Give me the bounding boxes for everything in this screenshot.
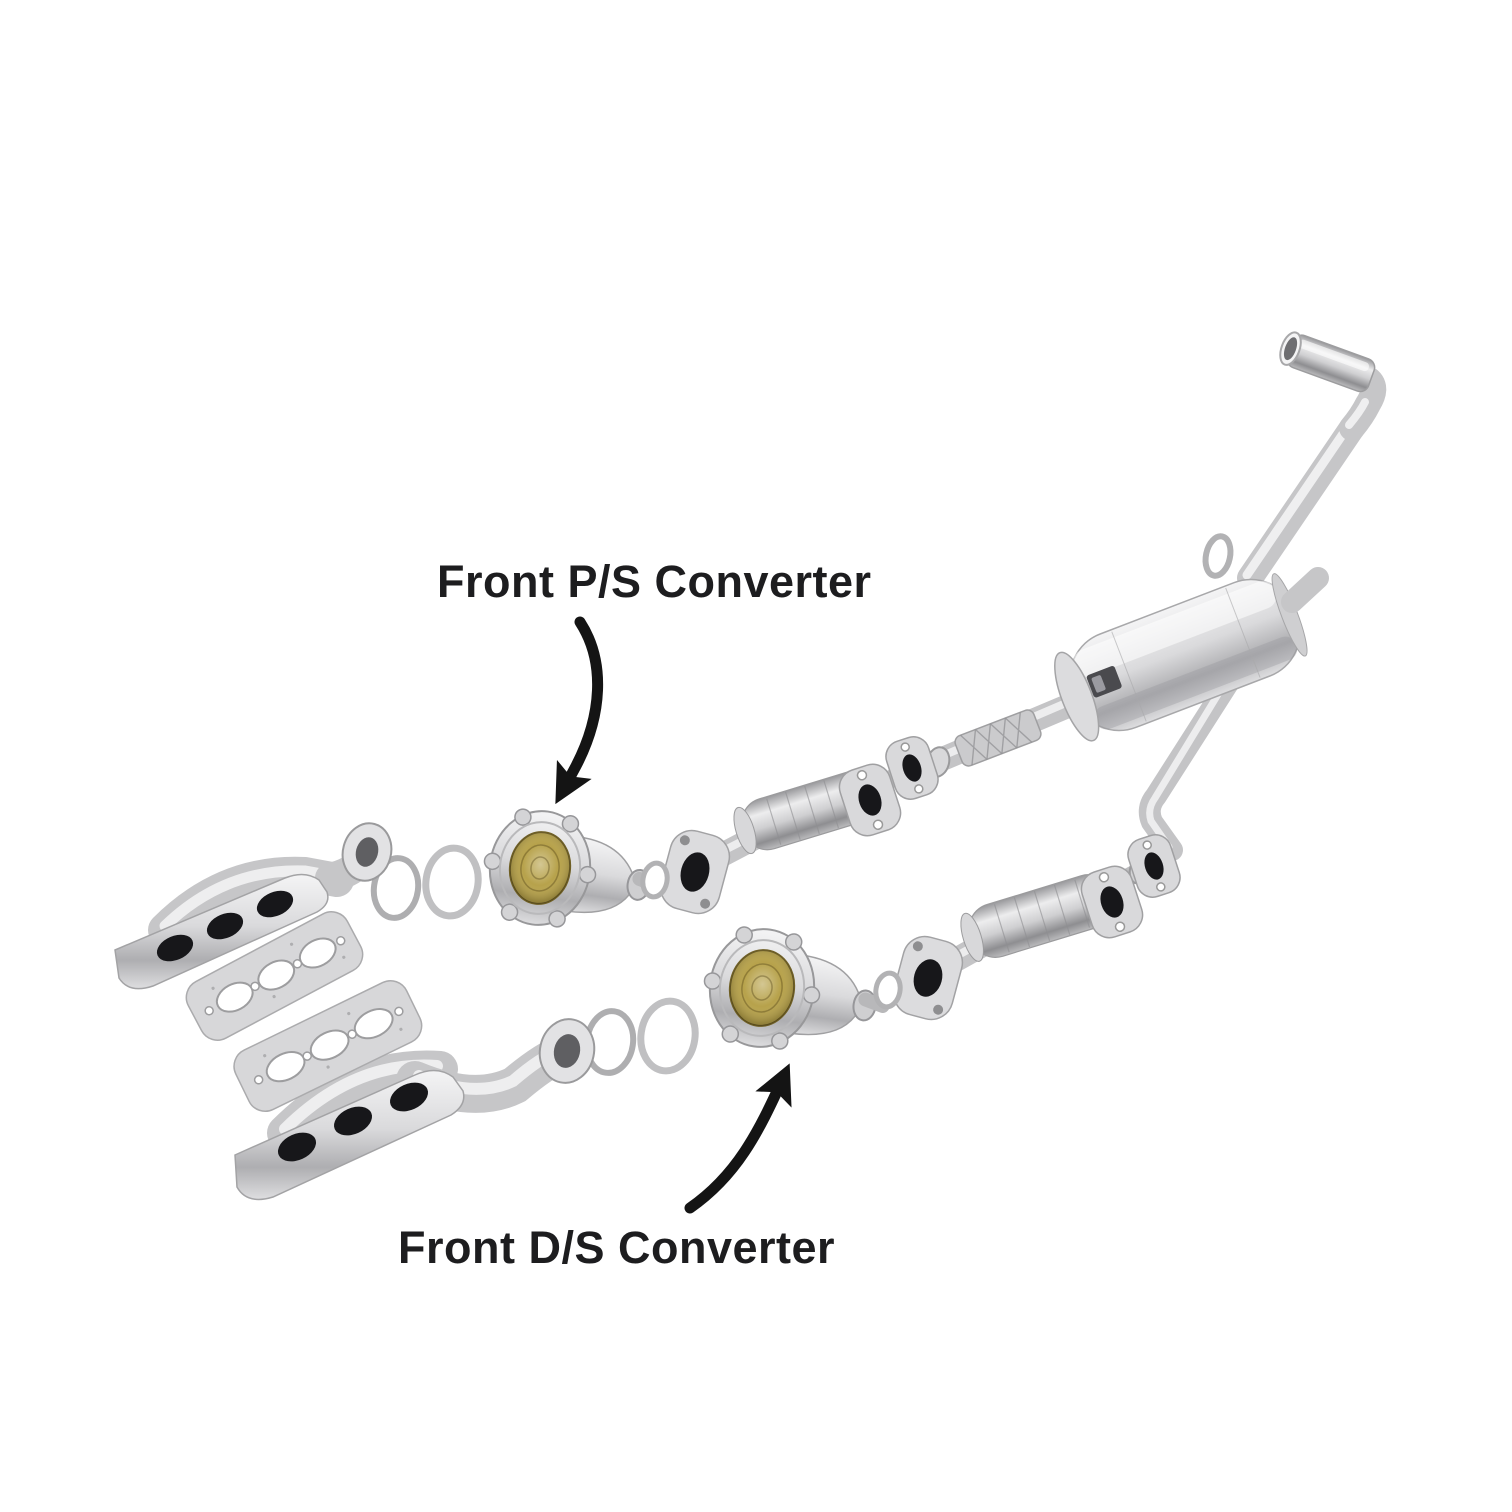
ps-converter: [483, 808, 664, 928]
flange-gasket-upper-a: [838, 763, 902, 837]
oring-gasket-pair-upper: [370, 844, 482, 921]
intermediate-pipe: [1138, 641, 1259, 861]
oring-gasket-ds-out: [873, 970, 903, 1010]
exhaust-tip: [1279, 331, 1376, 393]
flange-gasket-lower-a: [1080, 865, 1144, 939]
ds-converter: [703, 926, 890, 1050]
manifold-outlet-flange: [341, 822, 393, 882]
tailpipe-clamp-ring: [1202, 533, 1234, 579]
ds-arrow: [684, 1063, 792, 1214]
ps-arrow: [555, 616, 604, 805]
inlet-flange: [892, 935, 964, 1021]
manifold-gasket-lower: [233, 980, 423, 1113]
tailpipe: [1237, 331, 1387, 591]
manifold-gasket-upper: [185, 911, 364, 1041]
manifold-outlet-flange: [538, 1018, 596, 1084]
flange-gasket-lower-b: [1127, 834, 1181, 898]
oring-gasket-ps-out: [640, 860, 670, 900]
manifold-lower: [234, 1018, 596, 1201]
manifold-upper: [114, 822, 393, 990]
muffler-outlet-pipe: [1281, 567, 1329, 613]
ds-converter-label: Front D/S Converter: [398, 1222, 836, 1273]
ps-converter-label: Front P/S Converter: [437, 556, 872, 607]
muffler: [1054, 573, 1308, 742]
oring-gasket-pair-lower: [583, 997, 699, 1076]
flex-pipe: [925, 691, 1087, 778]
flange-gasket-upper-b: [885, 736, 939, 800]
inlet-flange: [659, 829, 731, 915]
